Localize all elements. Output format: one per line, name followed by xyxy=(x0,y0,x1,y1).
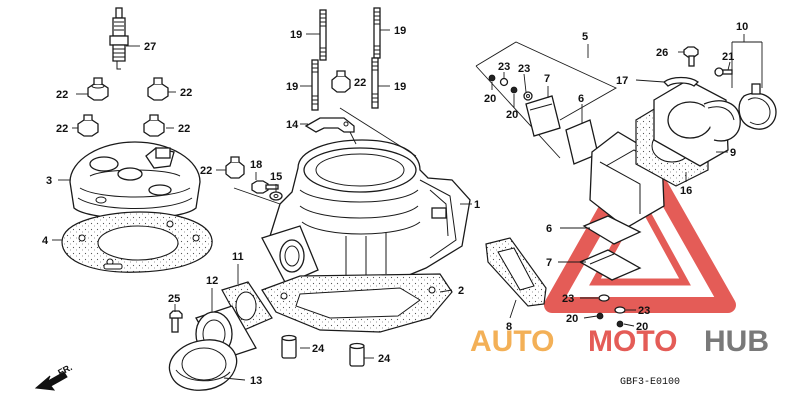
exhaust-sleeve-13 xyxy=(168,339,238,391)
cap-nut-22-left-d xyxy=(143,114,165,137)
callout-22-a: 22 xyxy=(56,89,68,101)
callout-8: 8 xyxy=(506,321,512,333)
callout-19-a: 19 xyxy=(290,29,302,41)
clamp-14 xyxy=(304,117,355,133)
washer-23-lower-b xyxy=(614,306,626,314)
clamp-10 xyxy=(738,83,777,130)
cap-nut-22-mid xyxy=(331,70,351,93)
callout-19-c: 19 xyxy=(286,81,298,93)
callout-13: 13 xyxy=(250,375,262,387)
callout-22-d: 22 xyxy=(178,123,190,135)
callout-6-a: 6 xyxy=(578,93,584,105)
callout-2: 2 xyxy=(458,285,464,297)
callout-5: 5 xyxy=(582,31,588,43)
cap-nut-22-left-a xyxy=(87,77,109,101)
cap-nut-22-left-b xyxy=(147,77,169,101)
cylinder xyxy=(261,139,471,287)
cap-nut-22-left-c xyxy=(77,114,99,137)
callout-20-c: 20 xyxy=(566,313,578,325)
callout-4: 4 xyxy=(42,235,49,247)
bolt-25 xyxy=(169,310,183,333)
bolt-26 xyxy=(683,46,699,67)
screw-20-upper-b xyxy=(510,86,518,94)
callout-7-b: 7 xyxy=(546,257,552,269)
callout-23-c: 23 xyxy=(562,293,574,305)
stud-19-a xyxy=(319,9,327,61)
callout-23-d: 23 xyxy=(638,305,650,317)
dowel-24-b xyxy=(349,342,365,367)
base-gasket xyxy=(261,273,453,333)
cap-nut-22-bolt xyxy=(225,156,245,179)
callout-7-a: 7 xyxy=(544,73,550,85)
callout-22-c: 22 xyxy=(56,123,68,135)
reed-valve-group-outline xyxy=(475,41,617,159)
callout-14: 14 xyxy=(286,119,299,131)
callouts: 27 22 22 22 22 3 4 19 19 19 19 22 14 1 2… xyxy=(42,21,748,387)
intake-pipe-9 xyxy=(653,79,741,167)
front-direction-arrow: FR. xyxy=(34,362,74,391)
callout-20-d: 20 xyxy=(636,321,648,333)
stud-19-d xyxy=(371,57,379,109)
callout-25: 25 xyxy=(168,293,180,305)
callout-18: 18 xyxy=(250,159,262,171)
screw-20-lower-b xyxy=(616,320,624,328)
callout-22-e: 22 xyxy=(354,77,366,89)
callout-20-a: 20 xyxy=(484,93,496,105)
head-gasket xyxy=(61,211,213,273)
stud-19-b xyxy=(373,7,381,59)
reed-petal-7-lower xyxy=(578,249,642,281)
reed-gasket-8 xyxy=(485,237,547,307)
callout-23-a: 23 xyxy=(498,61,510,73)
callout-15: 15 xyxy=(270,171,282,183)
reed-stopper-6-lower xyxy=(582,215,642,245)
screw-20-lower-a xyxy=(596,312,604,320)
callout-10: 10 xyxy=(736,21,748,33)
callout-11: 11 xyxy=(232,251,244,263)
callout-22-f: 22 xyxy=(200,165,212,177)
callout-26: 26 xyxy=(656,47,668,59)
watermark-logo: AUTO MOTO HUB xyxy=(470,325,769,358)
callout-20-b: 20 xyxy=(506,109,518,121)
bolt-18 xyxy=(251,180,279,194)
dowel-24-a xyxy=(281,334,297,359)
callout-19-b: 19 xyxy=(394,25,406,37)
callout-19-d: 19 xyxy=(394,81,406,93)
washer-23-upper-b xyxy=(523,91,533,101)
stud-19-c xyxy=(311,59,319,111)
callout-9: 9 xyxy=(730,147,736,159)
clip-17 xyxy=(663,76,699,87)
drawing-code: GBF3-E0100 xyxy=(620,377,680,388)
cylinder-head xyxy=(69,141,201,220)
callout-16: 16 xyxy=(680,185,692,197)
front-label: FR. xyxy=(56,362,73,378)
callout-1: 1 xyxy=(474,199,480,211)
watermark-moto: MOTO xyxy=(588,325,677,358)
screw-21 xyxy=(714,67,733,77)
watermark-hub: HUB xyxy=(704,325,769,358)
callout-24-a: 24 xyxy=(312,343,325,355)
leader-lines xyxy=(52,29,763,381)
watermark-auto: AUTO xyxy=(470,325,554,358)
callout-23-b: 23 xyxy=(518,63,530,75)
callout-21: 21 xyxy=(722,51,734,63)
washer-15 xyxy=(269,191,283,201)
callout-12: 12 xyxy=(206,275,218,287)
callout-6-b: 6 xyxy=(546,223,552,235)
spark-plug xyxy=(109,7,129,70)
callout-24-b: 24 xyxy=(378,353,391,365)
washer-23-lower-a xyxy=(598,294,610,302)
screw-20-upper-a xyxy=(488,74,496,82)
callout-3: 3 xyxy=(46,175,52,187)
washer-23-upper-a xyxy=(499,77,509,87)
reed-petal-7-upper xyxy=(525,95,561,137)
callout-17: 17 xyxy=(616,75,628,87)
callout-27: 27 xyxy=(144,41,156,53)
callout-22-b: 22 xyxy=(180,87,192,99)
